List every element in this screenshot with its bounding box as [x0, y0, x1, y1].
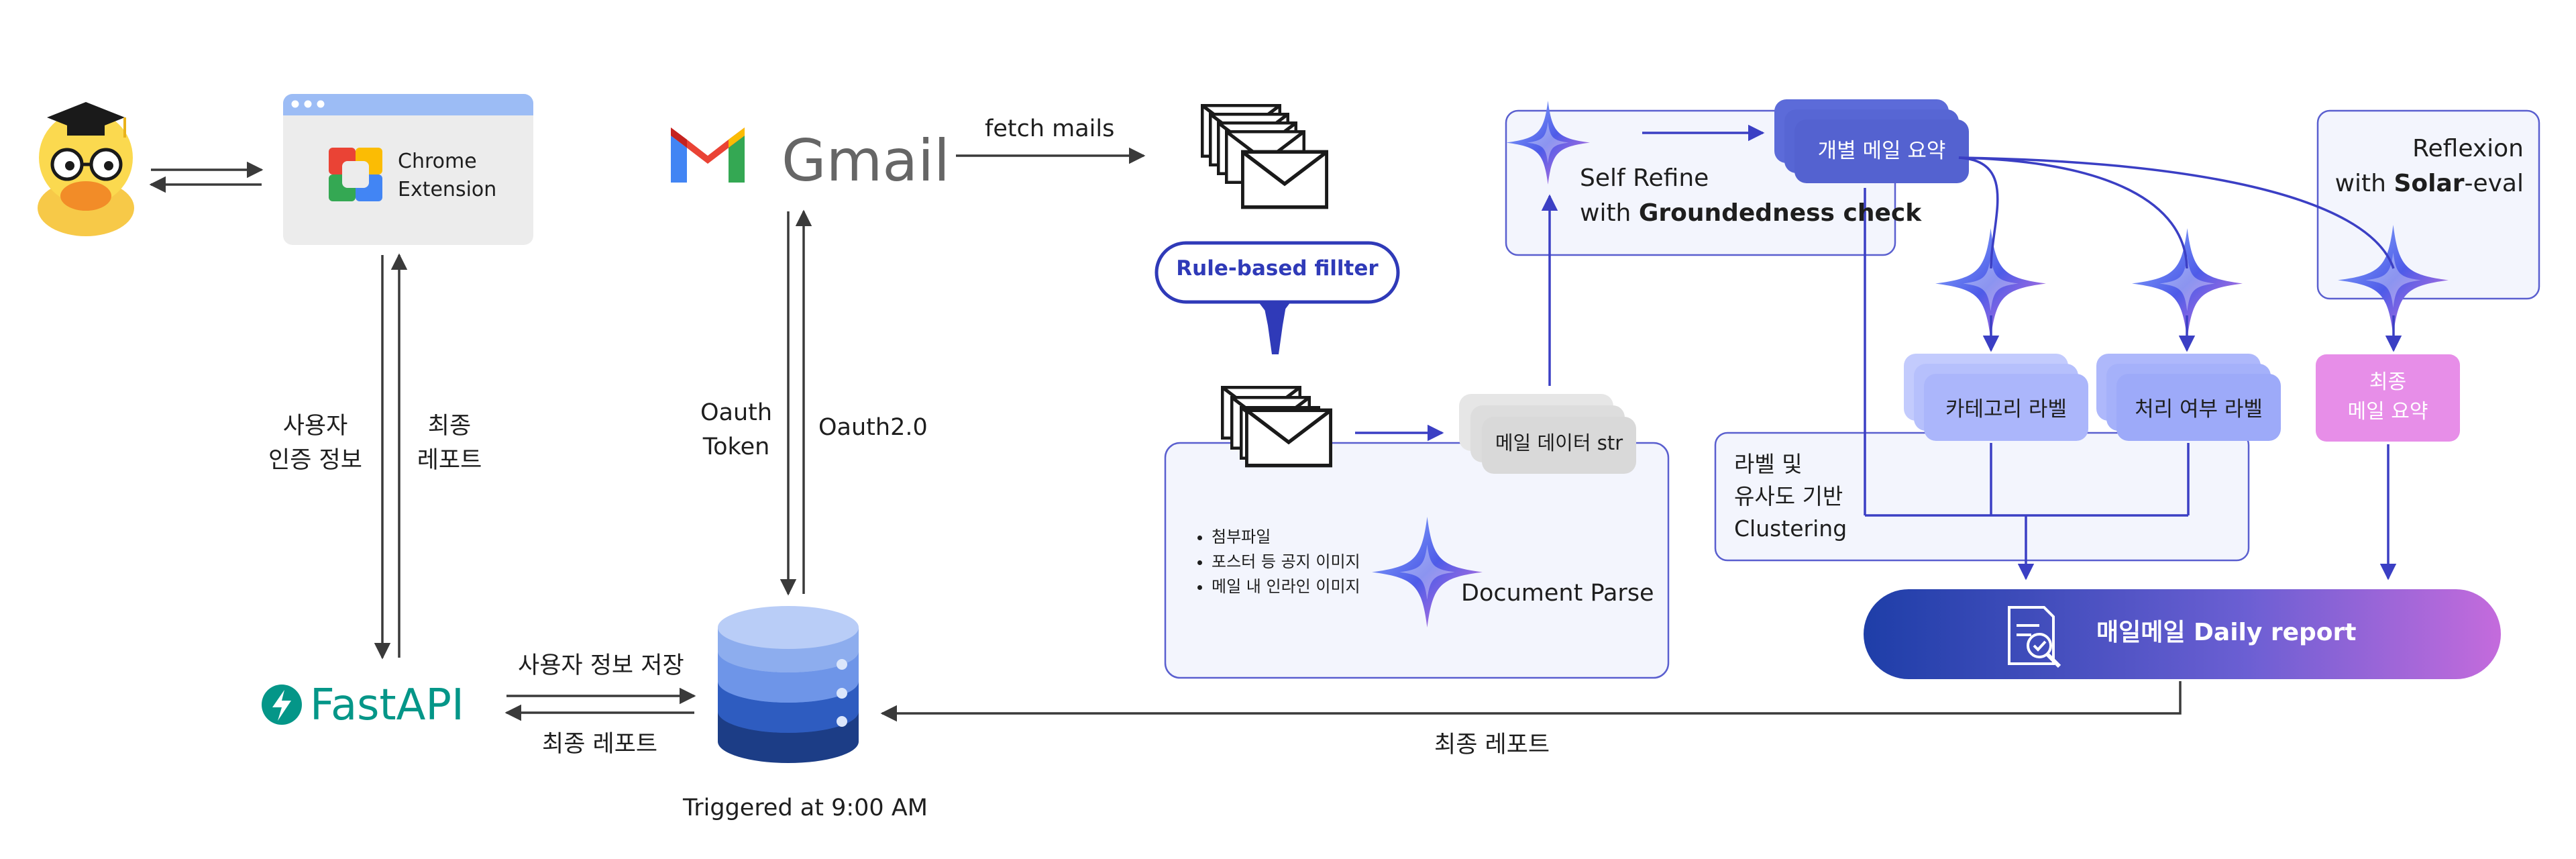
final-summary-line2: 메일 요약 — [2347, 399, 2428, 423]
daily-report-bar — [1864, 589, 2501, 679]
eval-label: -eval — [2464, 170, 2524, 198]
gmail-logo-icon — [671, 128, 745, 183]
fastapi-wordmark: FastAPI — [310, 680, 464, 730]
bullet-poster-image: 포스터 등 공지 이미지 — [1212, 550, 1360, 574]
auth-info-line2: 인증 정보 — [268, 446, 362, 474]
category-label-card — [1904, 354, 2088, 441]
bullet-attachment: 첨부파일 — [1212, 525, 1360, 550]
rule-filter-label: Rule-based fillter — [1176, 256, 1379, 281]
graduate-duck-icon — [38, 102, 134, 236]
self-refine-with: with — [1580, 199, 1639, 228]
auth-info-line1: 사용자 — [282, 413, 348, 440]
final-report-vertical-label: 최종 레포트 — [409, 409, 490, 478]
reflexion-panel — [2316, 109, 2540, 300]
oauth-token-line2: Token — [702, 433, 770, 460]
reflexion-line1: Reflexion — [2412, 135, 2524, 162]
final-report-bottom-label: 최종 레포트 — [1434, 731, 1550, 758]
individual-summary-label: 개별 메일 요약 — [1817, 139, 1946, 163]
envelope-stack-icon — [1202, 105, 1327, 207]
fetch-mails-label: fetch mails — [985, 115, 1115, 142]
final-summary-line1: 최종 — [2369, 370, 2407, 394]
chrome-extension-card — [283, 94, 533, 245]
auth-info-label: 사용자 인증 정보 — [265, 409, 366, 478]
chrome-label-line1: Chrome — [398, 150, 477, 173]
rule-filter-pill — [1155, 241, 1400, 354]
final-report-left-label: 최종 레포트 — [542, 731, 658, 758]
clustering-line1: 라벨 및 — [1734, 451, 1803, 477]
final-report-line1: 최종 — [427, 413, 472, 440]
clustering-line2: 유사도 기반 — [1734, 483, 1843, 509]
gmail-wordmark: Gmail — [782, 128, 950, 195]
database-icon — [718, 606, 859, 763]
clustering-line3: Clustering — [1734, 515, 1847, 542]
individual-summary-card — [1774, 99, 1969, 183]
fastapi-logo-icon — [262, 685, 302, 725]
solar-label: Solar — [2394, 170, 2465, 198]
final-summary-card — [2316, 354, 2460, 442]
reflexion-label: Reflexion with Solar-eval — [2335, 132, 2524, 201]
groundedness-check-label: Groundedness check — [1638, 199, 1922, 228]
final-report-line2: 레포트 — [417, 446, 482, 474]
oauth-token-line1: Oauth — [700, 399, 773, 426]
category-label-text: 카테고리 라벨 — [1945, 397, 2067, 421]
chrome-extension-label: Chrome Extension — [398, 148, 496, 204]
triggered-label: Triggered at 9:00 AM — [683, 795, 928, 821]
self-refine-label: Self Refine with Groundedness check — [1580, 161, 1921, 231]
final-summary-label: 최종 메일 요약 — [2316, 368, 2460, 426]
save-user-info-label: 사용자 정보 저장 — [518, 652, 684, 679]
daily-report-label: 매일메일 Daily report — [2096, 619, 2357, 646]
bullet-inline-image: 메일 내 인라인 이미지 — [1212, 574, 1360, 599]
mail-data-label: 메일 데이터 str — [1495, 432, 1623, 454]
process-label-text: 처리 여부 라벨 — [2135, 397, 2263, 421]
clustering-label: 라벨 및 유사도 기반 Clustering — [1734, 448, 1847, 545]
reflexion-with: with — [2334, 170, 2394, 198]
oauth2-label: Oauth2.0 — [818, 414, 928, 441]
document-parse-label: Document Parse — [1461, 580, 1654, 607]
parse-source-list: 첨부파일 포스터 등 공지 이미지 메일 내 인라인 이미지 — [1193, 525, 1360, 600]
process-label-card — [2096, 354, 2281, 441]
chrome-label-line2: Extension — [398, 178, 497, 201]
chrome-extension-icon — [329, 148, 382, 201]
report-search-icon — [2008, 606, 2061, 668]
oauth-token-label: Oauth Token — [698, 396, 775, 464]
self-refine-line1: Self Refine — [1580, 164, 1709, 192]
mail-data-card — [1459, 394, 1636, 474]
